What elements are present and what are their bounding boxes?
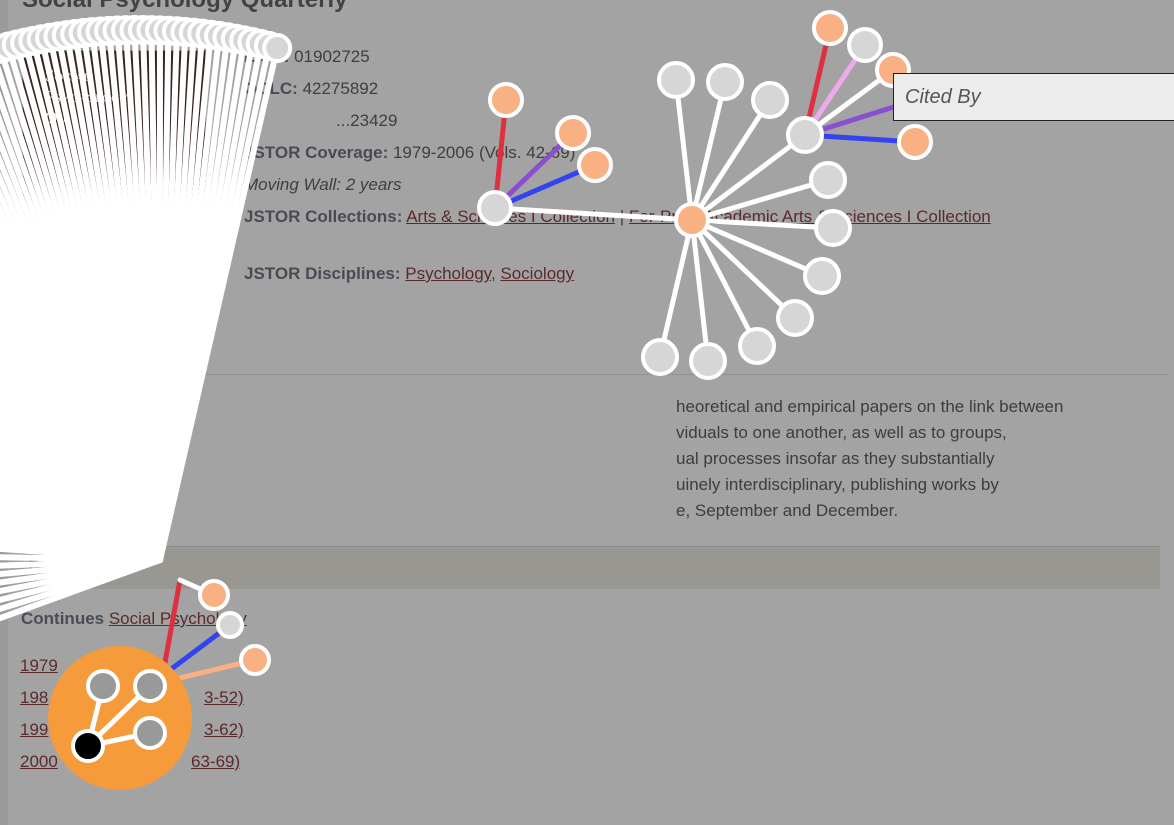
graph-edge: [492, 97, 509, 211]
lccn-row: ...23429: [336, 111, 398, 130]
citation-node[interactable]: [776, 299, 814, 337]
graph-edge: [0, 482, 163, 563]
citation-node[interactable]: [812, 10, 848, 46]
graph-edge: [689, 217, 711, 364]
graph-edge: [689, 217, 760, 349]
issn-value: 01902725: [294, 47, 370, 66]
graph-edge: [0, 510, 163, 563]
tooltip: Cited By: [893, 73, 1174, 121]
disciplines-row: JSTOR Disciplines: Psychology, Sociology: [244, 264, 575, 283]
citation-node[interactable]: [786, 116, 824, 154]
citation-node[interactable]: [751, 81, 789, 119]
graph-edge: [0, 537, 163, 563]
year-link-199x-suffix[interactable]: 3-62): [204, 720, 244, 739]
graph-edge: [0, 519, 163, 563]
graph-edge: [0, 557, 163, 578]
graph-edge: [689, 79, 728, 223]
graph-edge: [0, 557, 163, 613]
discipline-link-sociology[interactable]: Sociology: [500, 264, 575, 283]
graph-edge: [0, 557, 163, 603]
citation-node[interactable]: [897, 124, 933, 160]
jstor-coverage-row: JSTOR Coverage: 1979-2006 (Vols. 42-69): [244, 143, 576, 162]
graph-edge: [0, 435, 163, 563]
citation-node[interactable]: [847, 27, 883, 63]
graph-edge: [689, 177, 831, 223]
citation-node[interactable]: [641, 338, 679, 376]
graph-edge: [0, 545, 163, 563]
fan-node[interactable]: [262, 33, 293, 64]
citation-node[interactable]: [706, 63, 744, 101]
description-line-4: uinely interdisciplinary, publishing wor…: [676, 475, 999, 494]
graph-edge: [0, 557, 163, 622]
year-link-1979[interactable]: 1979: [20, 656, 58, 675]
graph-edge: [0, 528, 163, 563]
graph-edge: [0, 460, 163, 563]
graph-edge: [492, 205, 695, 223]
year-link-198x-suffix[interactable]: 3-52): [204, 688, 244, 707]
tooltip-text: Cited By: [905, 86, 981, 108]
graph-edge: [0, 557, 163, 586]
page-title: Social Psychology Quarterly: [22, 0, 347, 14]
discipline-link-psychology[interactable]: Psychology: [405, 264, 491, 283]
graph-edge: [0, 471, 163, 563]
graph-edge: [0, 554, 163, 563]
graph-edge: [0, 492, 163, 563]
description-line-3: ual processes insofar as they substantia…: [676, 449, 995, 468]
graph-edge: [0, 371, 163, 563]
citation-node[interactable]: [674, 202, 710, 238]
citation-node[interactable]: [814, 209, 852, 247]
description-line-2: viduals to one another, as well as to gr…: [676, 423, 1007, 442]
graph-edge: [0, 557, 163, 595]
logo-node: [133, 716, 167, 750]
citation-node[interactable]: [738, 327, 776, 365]
citation-node[interactable]: [216, 611, 244, 639]
description-line-1: heoretical and empirical papers on the l…: [676, 397, 1064, 416]
graph-edge: [689, 132, 808, 223]
moving-wall: Moving Wall: 2 years: [244, 175, 402, 194]
graph-edge: [689, 217, 825, 279]
year-link-199x[interactable]: 199: [20, 720, 49, 739]
graph-edge: [0, 448, 163, 563]
graph-edge: [492, 130, 576, 211]
graph-edge: [0, 389, 163, 563]
logo-node: [133, 669, 167, 703]
citation-node[interactable]: [657, 61, 695, 99]
graph-edge: [689, 97, 773, 223]
citation-node[interactable]: [488, 82, 524, 118]
continues-link[interactable]: Social Psychology: [108, 609, 247, 628]
graph-edge: [689, 217, 836, 231]
graph-edge: [689, 217, 798, 321]
graph-edge: [673, 77, 695, 223]
citation-node[interactable]: [803, 257, 841, 295]
citation-node[interactable]: [809, 161, 847, 199]
oclc-value: 42275892: [302, 79, 379, 98]
logo-node: [86, 669, 120, 703]
citation-node[interactable]: [689, 342, 727, 380]
continues-row: Continues Social Psychology: [21, 609, 247, 628]
citation-node[interactable]: [577, 147, 613, 183]
graph-edge: [492, 162, 598, 211]
year-link-198x[interactable]: 198: [20, 688, 49, 707]
logo-node: [71, 729, 105, 763]
graph-edge: [0, 406, 163, 563]
graph-edge: [0, 501, 163, 563]
citation-node[interactable]: [239, 644, 271, 676]
graph-edge: [0, 557, 163, 569]
description-line-5: e, September and December.: [676, 501, 899, 520]
citation-node[interactable]: [477, 190, 513, 226]
graph-edge: [157, 45, 281, 563]
citation-node[interactable]: [555, 115, 591, 151]
year-link-2000[interactable]: 2000: [20, 752, 58, 771]
divider: [20, 374, 1168, 375]
citation-node[interactable]: [198, 579, 230, 611]
graph-edge: [657, 217, 695, 360]
year-link-2000-suffix[interactable]: 63-69): [191, 752, 241, 771]
graph-edge: [0, 421, 163, 563]
